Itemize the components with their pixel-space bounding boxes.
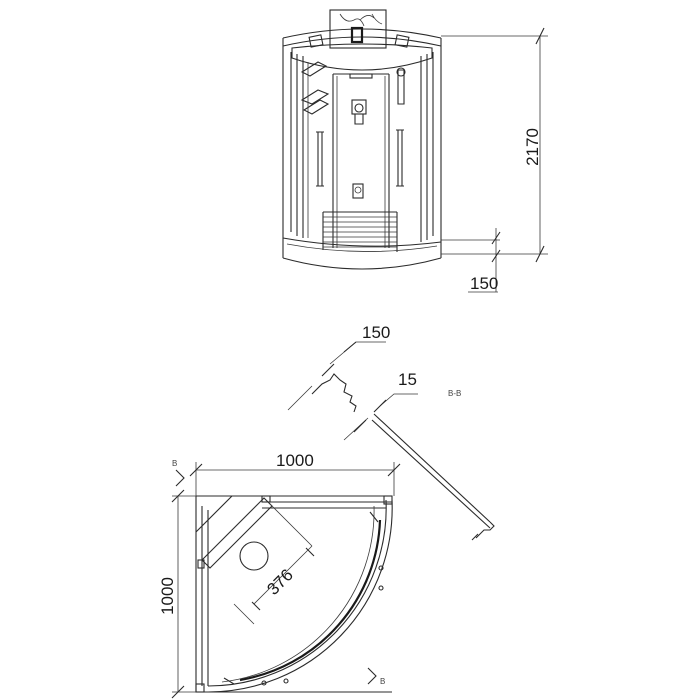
section-tray-dimension: 150 (362, 323, 390, 342)
depth-dimension: 1000 (158, 577, 177, 615)
plan-view (195, 495, 393, 693)
dim-height: 2170 (441, 27, 548, 263)
tray-height-dimension: 150 (470, 274, 498, 293)
drain-dimension: 376 (263, 565, 296, 598)
front-view (282, 9, 442, 270)
height-dimension: 2170 (523, 128, 542, 166)
ceiling-light-right (394, 34, 410, 48)
ceiling-box (329, 9, 387, 49)
ceiling-light-left (308, 34, 324, 48)
corner-post-bottom-left (195, 683, 205, 693)
dim-tray: 150 (441, 228, 501, 293)
section-mark-bottom: B (380, 677, 385, 686)
section-detail: 150 15 B-B (287, 323, 495, 541)
section-label: B-B (448, 389, 461, 398)
section-glass-dimension: 15 (398, 370, 417, 389)
section-marks: B B (172, 459, 385, 686)
dim-drain: 376 (233, 503, 315, 625)
mixer-panel (351, 99, 367, 115)
dim-depth: 1000 (158, 489, 196, 699)
dim-width: 1000 (189, 451, 401, 496)
width-dimension: 1000 (276, 451, 314, 470)
section-mark-left: B (172, 459, 177, 468)
corner-post-top-right (383, 495, 393, 505)
drain (239, 541, 269, 571)
